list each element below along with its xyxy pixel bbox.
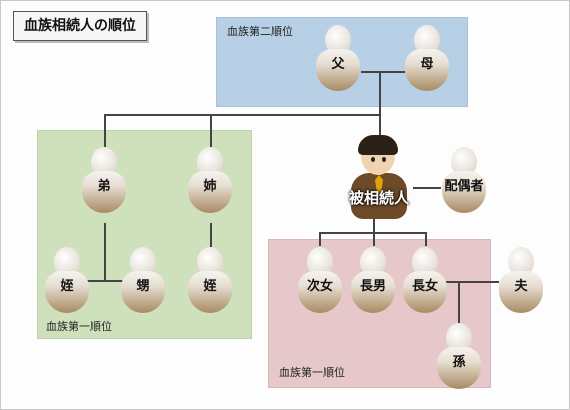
connector-brother-children (87, 280, 123, 282)
connector-marriage (443, 281, 499, 283)
person-niece-right: 姪 (187, 247, 233, 313)
connector-brother-up (104, 114, 106, 147)
connector-grandchild (458, 281, 460, 323)
person-grandchild: 孫 (436, 323, 482, 389)
tie-icon (375, 175, 383, 195)
person-label: 姪 (60, 279, 74, 294)
person-label: 甥 (136, 279, 150, 294)
person-label: 姉 (203, 179, 217, 194)
person-label: 長女 (411, 279, 438, 294)
person-label: 次女 (306, 279, 333, 294)
person-decedent: 被相続人 (344, 135, 414, 219)
person-spouse: 配偶者 (441, 147, 487, 213)
person-label: 母 (420, 57, 434, 72)
connector-child2-up (373, 232, 375, 246)
person-younger-brother: 弟 (81, 147, 127, 213)
connector-sister-down (210, 223, 212, 247)
person-niece-left: 姪 (44, 247, 90, 313)
person-eldest-daughter: 長女 (402, 247, 448, 313)
group-label-first-left: 血族第一順位 (46, 320, 112, 333)
person-label: 姪 (203, 279, 217, 294)
connector-parents (361, 71, 405, 73)
connector-decedent-down (373, 219, 375, 233)
person-second-daughter: 次女 (297, 247, 343, 313)
group-label-second: 血族第二順位 (227, 25, 293, 38)
person-eldest-son: 長男 (350, 247, 396, 313)
connector-spouse (413, 187, 441, 189)
person-label: 孫 (452, 355, 466, 370)
connector-brother-down (104, 223, 106, 281)
diagram-title: 血族相続人の順位 (13, 11, 147, 41)
group-label-first-right: 血族第一順位 (279, 366, 345, 379)
connector-child3-up (425, 232, 427, 246)
person-mother: 母 (404, 25, 450, 91)
connector-siblings-bar (104, 114, 381, 116)
connector-sister-up (210, 114, 212, 147)
person-husband: 夫 (498, 247, 544, 313)
person-label: 配偶者 (444, 179, 484, 194)
connector-parents-down (379, 71, 381, 136)
person-elder-sister: 姉 (187, 147, 233, 213)
person-label: 夫 (514, 279, 528, 294)
person-label: 被相続人 (348, 189, 409, 207)
hair-icon (358, 135, 398, 155)
person-label: 父 (331, 57, 345, 72)
person-father: 父 (315, 25, 361, 91)
person-label: 長男 (359, 279, 386, 294)
connector-child1-up (319, 232, 321, 246)
person-label: 弟 (97, 179, 111, 194)
person-nephew: 甥 (120, 247, 166, 313)
